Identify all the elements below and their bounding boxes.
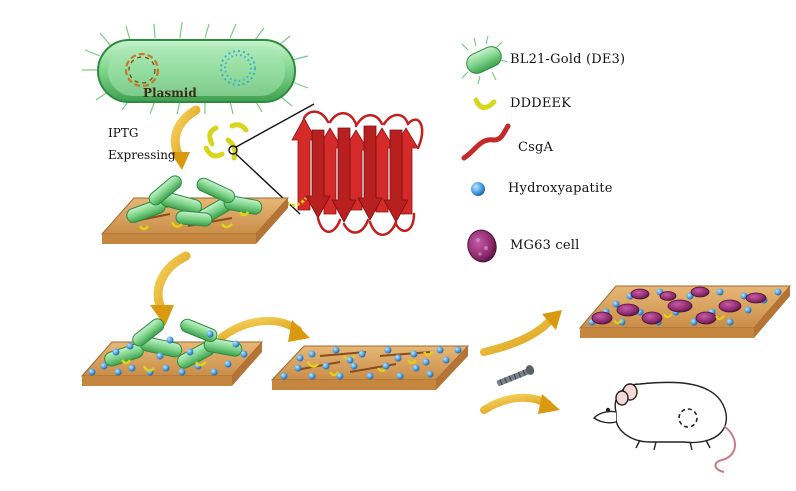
arrow-down-to-mineralize <box>150 251 191 326</box>
legend-label-dddeek: DDDEEK <box>510 96 572 111</box>
legend-bacterium-icon <box>461 35 509 85</box>
zoom-origin-marker <box>228 145 238 155</box>
arrow-to-implant <box>480 393 560 414</box>
legend-label-csga: CsgA <box>518 140 554 155</box>
peptide-cluster <box>203 122 249 161</box>
substrate-biofilm-mineralized <box>80 318 264 386</box>
legend-mg63-icon <box>467 229 497 263</box>
substrate-cell-culture <box>578 285 792 338</box>
zoom-line-top <box>235 103 315 148</box>
arrow-expression <box>170 105 201 170</box>
legend-label-mg63: MG63 cell <box>510 238 580 253</box>
screw-implant-icon <box>496 365 535 386</box>
mouse-icon <box>592 381 736 473</box>
legend-label-hydroxyapatite: Hydroxyapatite <box>508 181 613 196</box>
legend-hydroxyapatite-icon <box>471 182 485 196</box>
plasmid-label: Plasmid <box>143 86 197 100</box>
expressing-label: Expressing <box>108 148 176 162</box>
legend-csga-icon <box>461 123 511 161</box>
bacterium-with-plasmid <box>82 21 309 115</box>
arrow-to-cell-culture <box>480 310 562 356</box>
substrate-biofilm <box>100 175 290 244</box>
substrate-mineralized <box>270 345 470 390</box>
csga-beta-helix-structure <box>291 110 424 236</box>
iptg-label: IPTG <box>108 126 139 140</box>
arrow-remove-bacteria <box>218 316 310 342</box>
legend-peptide-icon <box>473 97 497 110</box>
legend-label-bl21: BL21-Gold (DE3) <box>510 52 626 67</box>
